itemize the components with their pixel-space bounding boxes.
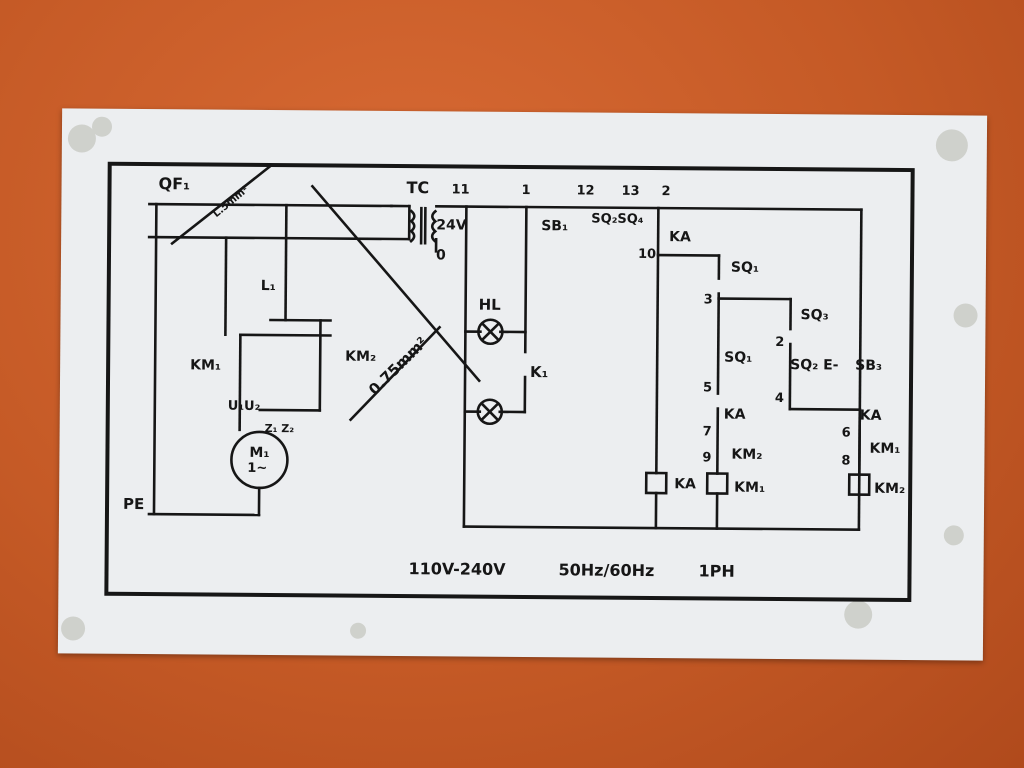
- km2-coil-label: KM₂: [874, 481, 905, 497]
- node-12-label: 12: [576, 183, 594, 198]
- weathering: [61, 116, 978, 641]
- u1u2-label: U₁U₂: [228, 399, 261, 414]
- node-8-label: 8: [841, 454, 850, 469]
- relay-k1-label: K₁: [530, 363, 548, 381]
- breaker-label: QF₁: [158, 174, 190, 193]
- motor-wires: [224, 203, 332, 517]
- ka-coil-label: KA: [674, 476, 696, 492]
- wire-rating-lines: [170, 164, 482, 422]
- km1-right-label: KM₁: [869, 441, 900, 457]
- label-plate: QF₁ TC 24V 0 11 1 12 13 2 SB₁ SQ₂SQ₄ KA …: [57, 108, 988, 661]
- motor-label: M₁: [249, 445, 269, 461]
- sq2sq4-label: SQ₂SQ₄: [591, 212, 644, 227]
- sq2-e-label: SQ₂ E-: [790, 357, 839, 373]
- frequency-label: 50Hz/60Hz: [558, 560, 654, 580]
- node-13-label: 13: [621, 184, 639, 199]
- phase-label: 1PH: [698, 561, 734, 580]
- km1-coil: [705, 472, 729, 495]
- node-2b-label: 2: [775, 335, 784, 350]
- sq1-top-label: SQ₁: [731, 260, 759, 276]
- node-7-label: 7: [703, 424, 712, 439]
- ka-coil: [644, 471, 668, 495]
- sb1-label: SB₁: [541, 218, 568, 234]
- wire-rating-large-label: 0.75mm²: [365, 333, 431, 398]
- supply-wires: [147, 202, 863, 531]
- z1z2-label: Z₁ Z₂: [265, 422, 295, 435]
- pe-label: PE: [123, 495, 144, 513]
- sq1-mid-label: SQ₁: [724, 350, 752, 366]
- coils: [644, 471, 871, 497]
- node-10-label: 10: [638, 247, 656, 262]
- node-5-label: 5: [703, 380, 712, 395]
- ka-mid-label: KA: [724, 407, 746, 423]
- transformer-icon: [409, 206, 438, 245]
- lamp-icon: [477, 318, 504, 346]
- l1-label: L₁: [261, 278, 276, 294]
- node-3-label: 3: [704, 292, 713, 307]
- km2-left-label: KM₂: [345, 349, 376, 365]
- node-11-label: 11: [451, 182, 469, 197]
- sq3-label: SQ₃: [800, 307, 828, 323]
- transformer-output-label: 24V: [436, 217, 467, 233]
- voltage-label: 110V-240V: [408, 559, 506, 579]
- node-4-label: 4: [775, 391, 784, 406]
- node-1-label: 1: [521, 183, 530, 198]
- lamp-label: HL: [479, 296, 502, 314]
- sb3-label: SB₃: [855, 358, 882, 374]
- wiring-diagram: QF₁ TC 24V 0 11 1 12 13 2 SB₁ SQ₂SQ₄ KA …: [61, 116, 978, 641]
- node-0-label: 0: [436, 247, 446, 263]
- km1-left-label: KM₁: [190, 357, 221, 373]
- indicator-lamps: [476, 318, 504, 426]
- km2-mid-label: KM₂: [731, 447, 762, 463]
- node-9-label: 9: [702, 450, 711, 465]
- ka-right-label: KA: [860, 408, 882, 424]
- ka-top-label: KA: [669, 229, 691, 245]
- node-2-label: 2: [661, 184, 670, 199]
- node-6-label: 6: [842, 426, 851, 441]
- diagram-frame: [104, 161, 915, 603]
- km1-coil-label: KM₁: [734, 480, 765, 496]
- wire-rating-small-label: L.5mm²: [211, 184, 251, 219]
- transformer-label: TC: [406, 178, 429, 197]
- motor-phase-label: 1~: [247, 461, 267, 476]
- lamp-icon: [476, 398, 504, 426]
- km2-coil: [847, 473, 871, 497]
